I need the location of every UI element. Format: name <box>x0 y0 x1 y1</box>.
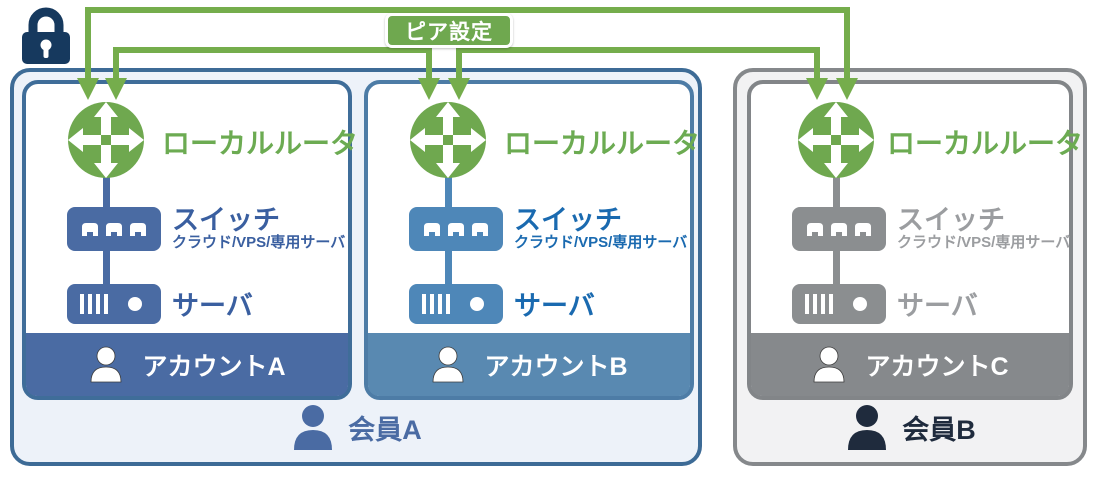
peer-config-badge: ピア設定 <box>385 13 513 48</box>
switch-icon <box>792 207 886 251</box>
server-icon <box>67 284 161 324</box>
member-b-row: 会員B <box>737 398 1083 456</box>
switch-label: スイッチ <box>172 205 280 235</box>
account-a-label: アカウントA <box>142 352 286 381</box>
member-a-row: 会員A <box>14 398 698 456</box>
person-icon <box>814 346 845 383</box>
switch-note: クラウド/VPS/専用サーバ <box>897 234 1071 251</box>
account-a-bar: アカウントA <box>26 333 348 396</box>
server-icon <box>409 284 503 324</box>
router-icon <box>798 102 874 178</box>
account-b-card: ローカルルータ スイッチ クラウド/VPS/専用サーバ サーバ アカウントB <box>364 80 700 400</box>
person-icon <box>294 405 333 450</box>
member-a-label: 会員A <box>348 414 422 445</box>
router-icon <box>410 102 486 178</box>
account-a-card: ローカルルータ スイッチ クラウド/VPS/専用サーバ サーバ アカウントA <box>22 80 358 400</box>
account-c-bar: アカウントC <box>751 333 1069 396</box>
switch-label: スイッチ <box>897 205 1005 235</box>
account-b-label: アカウントB <box>484 352 628 381</box>
switch-icon <box>409 207 503 251</box>
switch-note: クラウド/VPS/専用サーバ <box>172 234 346 251</box>
server-label: サーバ <box>897 291 978 321</box>
account-b-bar: アカウントB <box>368 333 690 396</box>
server-label: サーバ <box>172 291 253 321</box>
switch-label: スイッチ <box>514 205 622 235</box>
switch-icon <box>67 207 161 251</box>
account-c-label: アカウントC <box>865 352 1009 381</box>
person-icon <box>848 405 887 450</box>
account-c-card: ローカルルータ スイッチ クラウド/VPS/専用サーバ サーバ アカウントC <box>747 80 1083 400</box>
server-icon <box>792 284 886 324</box>
person-icon <box>433 346 464 383</box>
router-label: ローカルルータ <box>887 128 1084 159</box>
person-icon <box>91 346 122 383</box>
lock-icon <box>22 7 70 64</box>
switch-note: クラウド/VPS/専用サーバ <box>514 234 688 251</box>
member-b-label: 会員B <box>902 414 976 445</box>
router-label: ローカルルータ <box>504 128 701 159</box>
router-icon <box>68 102 144 178</box>
router-label: ローカルルータ <box>162 128 359 159</box>
server-label: サーバ <box>514 291 595 321</box>
